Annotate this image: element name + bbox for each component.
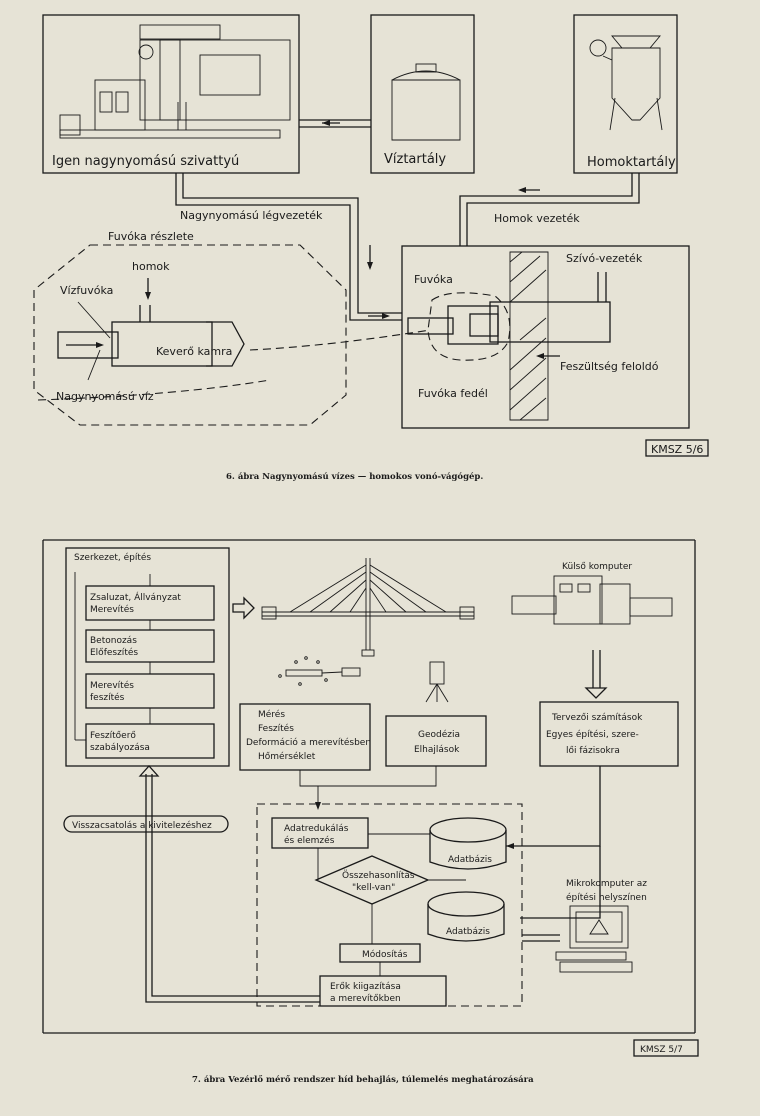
step-4-line-2: szabályozása: [90, 743, 150, 753]
nozzle-detail-title: Fuvóka részlete: [108, 230, 194, 243]
nozzle-detail-outline: [33, 244, 347, 426]
data-reduction-box: [271, 817, 369, 849]
measurement-box: [239, 703, 371, 771]
modification-label: Módosítás: [362, 949, 408, 960]
nozzle-cover-label: Fuvóka fedél: [418, 387, 488, 400]
design-calc-line-1: Tervezői számítások: [551, 713, 643, 723]
pump-illustration: [59, 24, 291, 139]
fig7-code: KMSZ 5/7: [640, 1045, 683, 1055]
microcomputer-line-2: építési helyszínen: [566, 892, 647, 903]
design-calc-box: [539, 701, 679, 767]
fig6-caption: 6. ábra Nagynyomású vízes — homokos vonó…: [226, 471, 483, 482]
geodesy-line-1: Geodézia: [418, 729, 460, 740]
sand-tank-label: Homoktartály: [587, 155, 676, 170]
forces-line-1: Erők kiigazítása: [330, 982, 401, 992]
fig6-code-box: [645, 439, 709, 457]
construction-box: [65, 547, 230, 767]
measurement-line-3: Deformáció a merevítésben: [246, 737, 371, 748]
measurement-line-4: Hőmérséklet: [258, 751, 316, 762]
sand-line-label: Homok vezeték: [494, 212, 580, 225]
arrow-to-bridge: [232, 596, 255, 620]
air-line-label: Nagynyomású légvezeték: [180, 209, 323, 222]
pump-box: [42, 14, 300, 174]
sand-line: [459, 173, 640, 246]
data-reduction-line-1: Adatredukálás: [284, 824, 349, 834]
database-1-label: Adatbázis: [448, 855, 492, 865]
pump-label: Igen nagynyomású szivattyú: [52, 154, 239, 169]
bridge-illustration: [261, 558, 475, 657]
microcomputer-line-1: Mikrokomputer az: [566, 879, 647, 889]
database-2-label: Adatbázis: [446, 927, 490, 937]
figure-7: Szerkezet, építés Zsaluzat, Állványzat M…: [42, 539, 699, 1085]
air-line: [175, 173, 402, 321]
database-2: [427, 891, 505, 942]
fig7-caption: 7. ábra Vezérlő mérő rendszer híd behajl…: [192, 1074, 534, 1085]
microcomputer-illustration: [555, 905, 633, 973]
sand-tank-box: [573, 14, 678, 174]
nozzle-detail-drawing: [57, 278, 245, 381]
forces-line-2: a merevítőkben: [330, 994, 401, 1004]
figure-6: Igen nagynyomású szivattyú Víztartály Ho…: [33, 14, 709, 482]
nozzle-assembly: [407, 251, 611, 421]
nozzle-label: Fuvóka: [414, 273, 453, 286]
geodesy-box: [385, 715, 487, 767]
forces-box: [319, 975, 447, 1007]
arrow-to-design: [584, 650, 608, 699]
suction-line-label: Szívó-vezeték: [566, 252, 643, 265]
data-reduction-line-2: és elemzés: [284, 835, 335, 846]
fig6-code: KMSZ 5/6: [651, 443, 703, 456]
fig7-code-box: [633, 1039, 699, 1057]
comparison-line-2: "kell-van": [352, 883, 395, 893]
water-tank-illustration: [391, 63, 461, 141]
measurement-line-2: Feszítés: [258, 723, 294, 734]
step-2-line-2: Előfeszítés: [90, 647, 138, 658]
comparison-line-1: Összehasonlítás: [342, 870, 415, 881]
external-computer-label: Külső komputer: [562, 562, 632, 572]
mixing-chamber-label: Keverő kamra: [156, 345, 232, 358]
database-1: [429, 817, 507, 870]
sand-tank-illustration: [589, 35, 663, 131]
sand-detail-label: homok: [132, 260, 170, 273]
stress-relief-label: Feszültség feloldó: [560, 360, 659, 373]
step-3-line-2: feszítés: [90, 692, 125, 703]
water-tank-box: [370, 14, 475, 174]
measurement-line-1: Mérés: [258, 709, 285, 720]
theodolite-illustration: [425, 661, 449, 703]
step-4-line-1: Feszítőerő: [90, 731, 136, 741]
hp-water-label: Nagynyomású víz: [56, 390, 154, 403]
step-1-line-1: Zsaluzat, Állványzat: [90, 591, 181, 603]
water-nozzle-label: Vízfuvóka: [60, 284, 113, 297]
step-3-line-1: Merevítés: [90, 680, 134, 691]
design-calc-line-3: lői fázisokra: [566, 746, 620, 756]
sensor-illustration: [278, 656, 361, 686]
nozzle-box: [401, 245, 690, 429]
design-calc-line-2: Egyes építési, szere-: [546, 729, 639, 740]
external-computer-illustration: [511, 575, 673, 625]
construction-title: Szerkezet, építés: [74, 552, 151, 563]
water-tank-label: Víztartály: [384, 152, 446, 167]
geodesy-line-2: Elhajlások: [414, 745, 460, 755]
feedback-label: Visszacsatolás a kivitelezéshez: [72, 820, 212, 831]
step-2-line-1: Betonozás: [90, 636, 137, 646]
step-1-line-2: Merevítés: [90, 604, 134, 615]
